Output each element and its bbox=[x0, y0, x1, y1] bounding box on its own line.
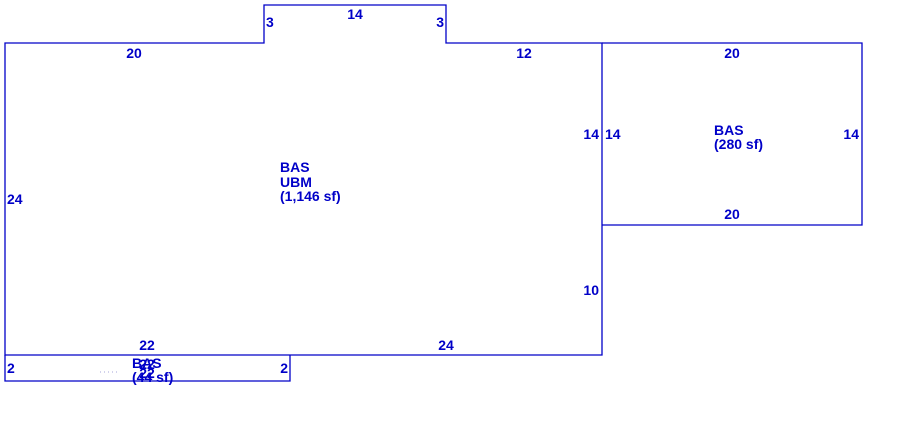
main-area-code-2: UBM bbox=[280, 174, 312, 190]
porch-area-size: (44 sf) bbox=[132, 369, 173, 385]
main-dim-right-upper: 14 bbox=[583, 126, 599, 142]
main-dim-bottom-right: 24 bbox=[438, 337, 454, 353]
main-dim-bottom-left: 22 bbox=[139, 337, 155, 353]
main-area-code-1: BAS bbox=[280, 159, 310, 175]
main-dim-bump-right: 3 bbox=[436, 14, 444, 30]
main-dim-right-lower: 10 bbox=[583, 282, 599, 298]
porch-area-code: BAS bbox=[132, 355, 162, 371]
main-dim-left: 24 bbox=[7, 191, 23, 207]
east-dim-top: 20 bbox=[724, 45, 740, 61]
main-area-outline bbox=[4, 4, 603, 356]
main-dim-bump-top: 14 bbox=[347, 6, 363, 22]
main-dim-top-right: 12 bbox=[516, 45, 532, 61]
main-dim-bump-left: 3 bbox=[266, 14, 274, 30]
east-area-size: (280 sf) bbox=[714, 136, 763, 152]
east-dim-bottom: 20 bbox=[724, 206, 740, 222]
east-dim-right: 14 bbox=[843, 126, 859, 142]
east-area-code: BAS bbox=[714, 122, 744, 138]
porch-dim-right: 2 bbox=[280, 360, 288, 376]
porch-dim-left: 2 bbox=[7, 360, 15, 376]
east-addition-outline bbox=[602, 42, 863, 226]
east-dim-left: 14 bbox=[605, 126, 621, 142]
main-dim-top-left: 20 bbox=[126, 45, 142, 61]
porch-dim-bottom: 22 bbox=[139, 365, 155, 381]
porch-dim-top: 22 bbox=[139, 356, 155, 372]
porch-outline bbox=[4, 355, 291, 382]
main-area-size: (1,146 sf) bbox=[280, 188, 341, 204]
